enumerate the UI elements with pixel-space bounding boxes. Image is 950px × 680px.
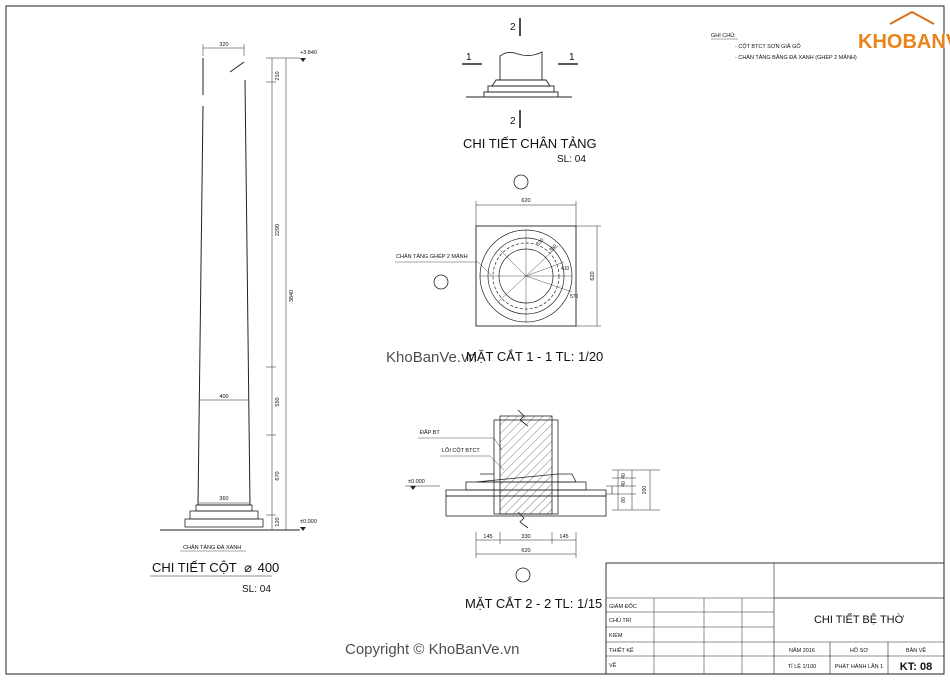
section-1-1-title: MẶT CẮT 1 - 1 TL: 1/20 xyxy=(466,349,603,364)
tb-sheet-label: BẢN VẼ xyxy=(906,647,927,654)
tb-row-draw: VẼ xyxy=(609,662,617,669)
cut-1-left: 1 xyxy=(466,52,472,63)
cut-2-bottom: 2 xyxy=(510,116,516,127)
dim-145-left: 145 xyxy=(483,534,492,540)
tb-sheet-no: KT: 08 xyxy=(900,661,932,673)
d570: 570 xyxy=(570,294,579,300)
section-1-1-square xyxy=(475,225,577,327)
brand-logo: KHOBANVE xyxy=(858,10,950,53)
cut-2-top: 2 xyxy=(510,22,516,33)
base-column-stub xyxy=(499,51,543,80)
section-1-1: 330 360 410 570 620 620 CHÂN TẢNG GHÉP 2… xyxy=(395,198,603,364)
d360: 360 xyxy=(548,243,558,253)
section-1-1-leader: CHÂN TẢNG GHÉP 2 MẢNH xyxy=(396,253,468,260)
level-bottom: ±0.000 xyxy=(300,519,317,525)
dim-top-width: 320 xyxy=(219,42,228,48)
section-2-2-core xyxy=(499,415,553,515)
notes-heading: GHI CHÚ: xyxy=(711,32,736,39)
d410: 410 xyxy=(561,266,570,272)
base-detail: 2 2 1 1 CHI TIẾT CHÂN TẢNG SL: 04 xyxy=(462,18,597,190)
title-block: GIÁM ĐỐC CHỦ TRÌ KIỂM THIẾT KẾ VẼ CHI TI… xyxy=(605,562,945,675)
section-1-1-width: 620 xyxy=(521,198,530,204)
tb-row-director: GIÁM ĐỐC xyxy=(609,603,637,610)
section-2-2-level: ±0.000 xyxy=(408,479,425,485)
label-core: LÕI CỘT BTCT xyxy=(442,447,480,454)
column-base-step-2 xyxy=(189,510,259,520)
dim-145-right: 145 xyxy=(559,534,568,540)
note-line-2: - CHÂN TẢNG BẰNG ĐÁ XANH (GHÉP 2 MẢNH) xyxy=(735,53,857,61)
level-top: +3.840 xyxy=(300,50,317,56)
tb-dossier: HỒ SƠ xyxy=(850,647,868,654)
dim-40-a: 40 xyxy=(621,473,627,479)
dim-bottom-width: 360 xyxy=(219,496,228,502)
section-2-2: ĐẮP BT LÕI CỘT BTCT ±0.000 145 330 145 6… xyxy=(405,409,660,611)
dim-80: 80 xyxy=(621,497,627,503)
dim-mid-width: 400 xyxy=(219,394,228,400)
tb-row-design: THIẾT KẾ xyxy=(609,647,634,654)
tb-scale: TỈ LỆ 1/100 xyxy=(788,662,816,670)
dim-seg-210: 210 xyxy=(275,71,281,80)
d330: 330 xyxy=(535,237,545,247)
dim-40-b: 40 xyxy=(621,481,627,487)
tb-row-lead: CHỦ TRÌ xyxy=(609,617,632,624)
dim-seg-120: 120 xyxy=(275,517,281,526)
column-base-step-1 xyxy=(195,504,253,512)
tb-row-check: KIỂM xyxy=(609,632,623,639)
label-fill: ĐẮP BT xyxy=(420,428,440,436)
sheet-frame xyxy=(5,5,945,675)
dim-200: 200 xyxy=(642,486,648,495)
dim-330: 330 xyxy=(521,534,530,540)
logo-text: KHOBANVE xyxy=(858,31,950,53)
dim-seg-550: 550 xyxy=(275,397,281,406)
note-line-1: - CỘT BTCT SƠN GIẢ GỖ xyxy=(735,43,801,50)
dim-seg-2290: 2290 xyxy=(275,224,281,236)
column-base-label: CHÂN TẢNG ĐÁ XANH xyxy=(183,544,241,551)
section-2-2-title: MẶT CẮT 2 - 2 TL: 1/15 xyxy=(465,596,602,611)
base-detail-title: CHI TIẾT CHÂN TẢNG xyxy=(463,136,597,151)
column-title: CHI TIẾT CỘT ⌀ 400 xyxy=(152,560,279,575)
column-qty: SL: 04 xyxy=(242,584,271,595)
column-outline xyxy=(197,58,251,506)
cut-1-right: 1 xyxy=(569,52,575,63)
base-detail-qty: SL: 04 xyxy=(557,154,586,165)
notes: GHI CHÚ: - CỘT BTCT SƠN GIẢ GỖ - CHÂN TẢ… xyxy=(711,32,857,61)
tb-drawing-title: CHI TIẾT BỆ THỜ xyxy=(814,613,905,626)
dim-620: 620 xyxy=(521,548,530,554)
dim-seg-670: 670 xyxy=(275,471,281,480)
tb-issue: PHÁT HÀNH LẦN 1 xyxy=(835,663,884,670)
watermark-bottom: Copyright © KhoBanVe.vn xyxy=(345,641,520,658)
tb-year: NĂM 2016 xyxy=(789,647,815,654)
section-1-1-height: 620 xyxy=(590,271,596,280)
dim-seg-3840: 3840 xyxy=(289,290,295,302)
column-base-step-3 xyxy=(184,518,264,528)
column-elevation: 320 400 360 210 2290 550 670 120 3840 +3… xyxy=(150,42,317,595)
watermark-middle: KhoBanVe.vn xyxy=(386,349,477,366)
